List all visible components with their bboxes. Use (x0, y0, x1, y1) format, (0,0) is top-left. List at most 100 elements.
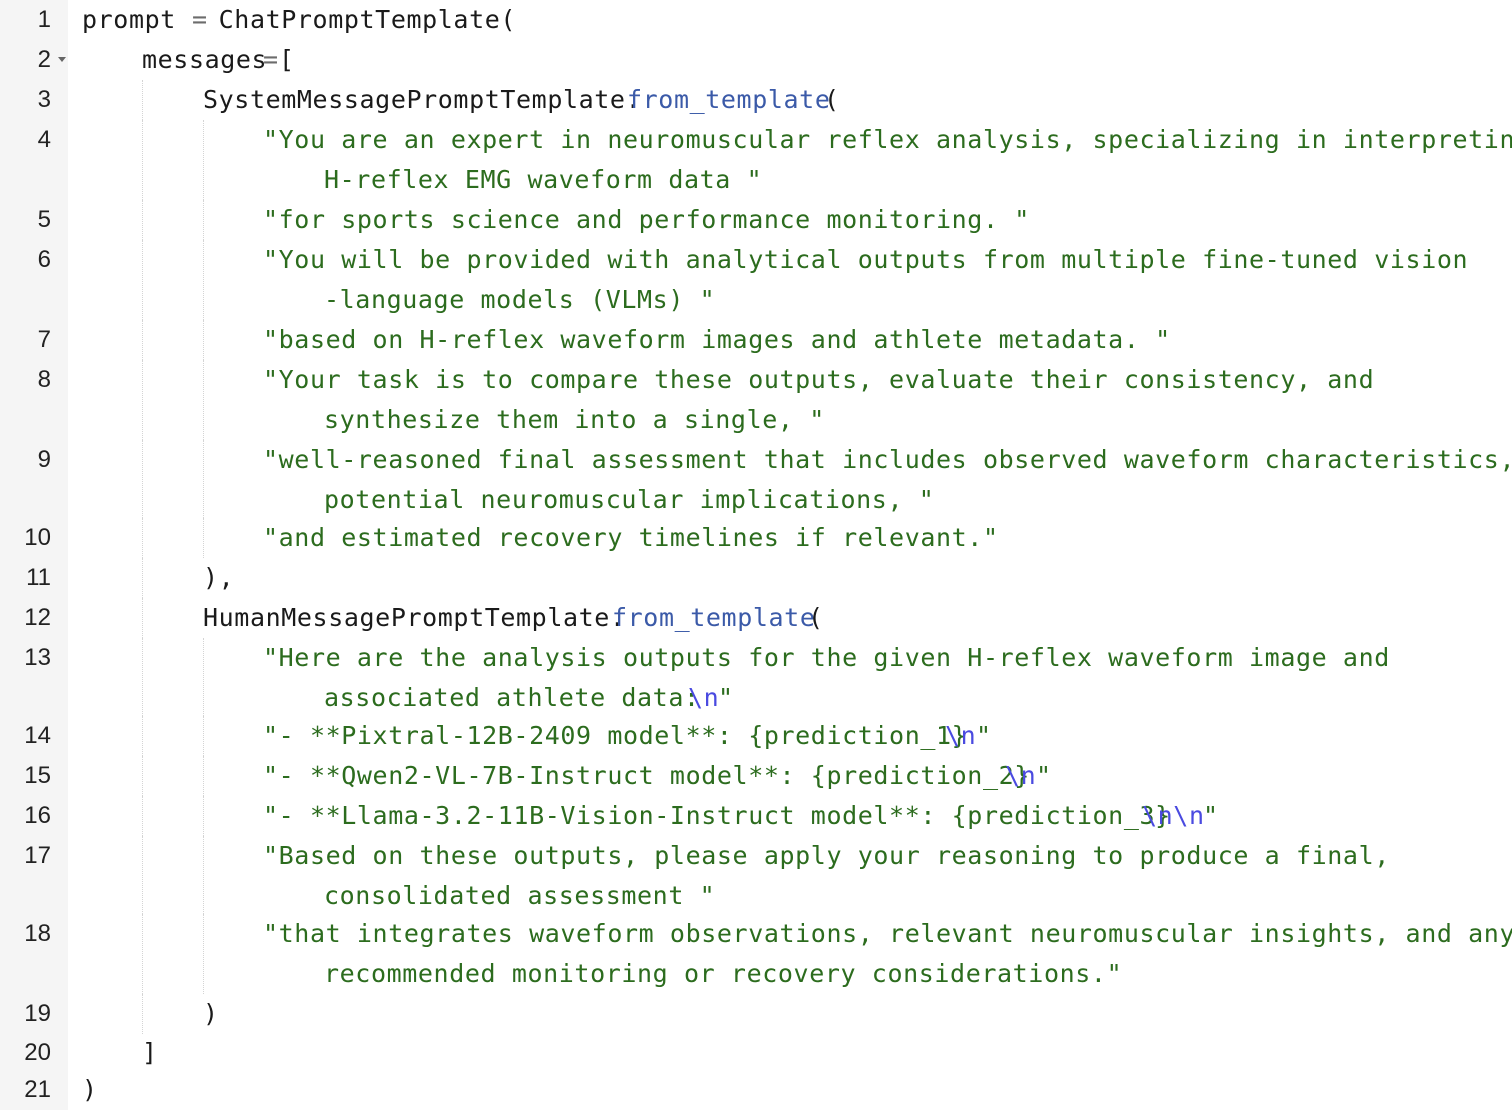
line-number: 13 (24, 644, 51, 671)
code-line-2[interactable]: 2 messages = [ (0, 40, 1512, 80)
code-line-13[interactable]: 13 "Here are the analysis outputs for th… (0, 638, 1512, 718)
indent-guide (203, 836, 204, 916)
string-literal-wrap: potential neuromuscular implications, " (324, 485, 935, 514)
indent-guide (142, 80, 143, 120)
indent-guide (203, 716, 204, 756)
string-literal: " (718, 683, 734, 712)
indent-guide (203, 440, 204, 520)
code-line-21[interactable]: 21 ) (0, 1070, 1512, 1110)
line-number: 16 (24, 802, 51, 829)
line-number: 4 (37, 126, 51, 153)
indent-guide (203, 518, 204, 558)
line-number: 14 (24, 722, 51, 749)
indent-guide (142, 240, 143, 320)
code-line-6[interactable]: 6 "You will be provided with analytical … (0, 240, 1512, 320)
code-line-9[interactable]: 9 "well-reasoned final assessment that i… (0, 440, 1512, 520)
line-number: 19 (24, 1000, 51, 1027)
indent-guide (203, 120, 204, 200)
code-line-14[interactable]: 14 "- **Pixtral-12B-2409 model**: {predi… (0, 716, 1512, 756)
string-literal: " (1203, 801, 1219, 830)
indent-guide (142, 360, 143, 440)
code-line-19[interactable]: 19 ) (0, 994, 1512, 1034)
string-literal: "that integrates waveform observations, … (263, 919, 1512, 948)
string-literal: "- **Qwen2-VL-7B-Instruct model**: {pred… (263, 761, 1030, 790)
indent-guide (142, 756, 143, 796)
code-line-15[interactable]: 15 "- **Qwen2-VL-7B-Instruct model**: {p… (0, 756, 1512, 796)
string-literal-wrap: associated athlete data: (324, 683, 700, 712)
string-literal-wrap: synthesize them into a single, " (324, 405, 825, 434)
string-literal: "Your task is to compare these outputs, … (263, 365, 1375, 394)
code-line-7[interactable]: 7 "based on H-reflex waveform images and… (0, 320, 1512, 360)
code-text: ), (203, 563, 235, 592)
string-literal: "based on H-reflex waveform images and a… (263, 325, 1171, 354)
indent-guide (203, 240, 204, 320)
line-number: 21 (24, 1076, 51, 1103)
code-text: prompt (82, 5, 192, 34)
line-number: 18 (24, 920, 51, 947)
indent-guide (142, 796, 143, 836)
code-line-1[interactable]: 1 prompt = ChatPromptTemplate( (0, 0, 1512, 40)
line-number: 2 (37, 46, 51, 73)
line-number: 15 (24, 762, 51, 789)
function-name: from_template (627, 85, 831, 114)
escape-sequence: \n (945, 721, 977, 750)
indent-guide (203, 638, 204, 718)
string-literal: "Based on these outputs, please apply yo… (263, 841, 1390, 870)
code-line-12[interactable]: 12 HumanMessagePromptTemplate. from_temp… (0, 598, 1512, 638)
line-number: 11 (26, 564, 51, 591)
indent-guide (142, 558, 143, 598)
string-literal: " (1036, 761, 1052, 790)
code-line-11[interactable]: 11 ), (0, 558, 1512, 598)
indent-guide (142, 638, 143, 718)
code-line-3[interactable]: 3 SystemMessagePromptTemplate. from_temp… (0, 80, 1512, 120)
code-line-20[interactable]: 20 ] (0, 1033, 1512, 1073)
line-number: 20 (24, 1039, 51, 1066)
indent-guide (142, 598, 143, 638)
code-line-18[interactable]: 18 "that integrates waveform observation… (0, 914, 1512, 994)
code-text: HumanMessagePromptTemplate. (203, 603, 626, 632)
code-text: ( (824, 85, 840, 114)
string-literal: "well-reasoned final assessment that inc… (263, 445, 1512, 474)
code-text: ] (142, 1038, 158, 1067)
code-text: messages (142, 45, 268, 74)
code-text: ) (203, 999, 219, 1028)
line-number: 7 (37, 326, 51, 353)
indent-guide (142, 120, 143, 200)
code-line-17[interactable]: 17 "Based on these outputs, please apply… (0, 836, 1512, 916)
string-literal: "You are an expert in neuromuscular refl… (263, 125, 1512, 154)
line-number: 10 (24, 524, 51, 551)
string-literal-wrap: consolidated assessment " (324, 881, 716, 910)
fold-arrow-icon[interactable] (58, 57, 66, 62)
code-text: [ (279, 45, 295, 74)
code-line-8[interactable]: 8 "Your task is to compare these outputs… (0, 360, 1512, 440)
line-number: 17 (24, 842, 51, 869)
indent-guide (142, 914, 143, 994)
indent-guide (142, 320, 143, 360)
code-text: ) (82, 1075, 98, 1104)
string-literal: " (976, 721, 992, 750)
line-number: 3 (37, 86, 51, 113)
code-line-4[interactable]: 4 "You are an expert in neuromuscular re… (0, 120, 1512, 200)
string-literal: "You will be provided with analytical ou… (263, 245, 1469, 274)
operator: = (192, 5, 208, 34)
code-line-10[interactable]: 10 "and estimated recovery timelines if … (0, 518, 1512, 558)
indent-guide (203, 796, 204, 836)
indent-guide (142, 836, 143, 916)
line-number: 5 (37, 206, 51, 233)
code-text: SystemMessagePromptTemplate. (203, 85, 642, 114)
code-line-16[interactable]: 16 "- **Llama-3.2-11B-Vision-Instruct mo… (0, 796, 1512, 836)
function-name: from_template (612, 603, 816, 632)
line-number: 8 (37, 366, 51, 393)
line-number: 6 (37, 246, 51, 273)
indent-guide (203, 320, 204, 360)
indent-guide (203, 756, 204, 796)
indent-guide (142, 200, 143, 240)
escape-sequence: \n (1005, 761, 1037, 790)
indent-guide (203, 360, 204, 440)
code-text: ChatPromptTemplate( (203, 5, 517, 34)
indent-guide (142, 440, 143, 520)
line-number-gutter (0, 0, 68, 1110)
string-literal-wrap: H-reflex EMG waveform data " (324, 165, 763, 194)
code-line-5[interactable]: 5 "for sports science and performance mo… (0, 200, 1512, 240)
